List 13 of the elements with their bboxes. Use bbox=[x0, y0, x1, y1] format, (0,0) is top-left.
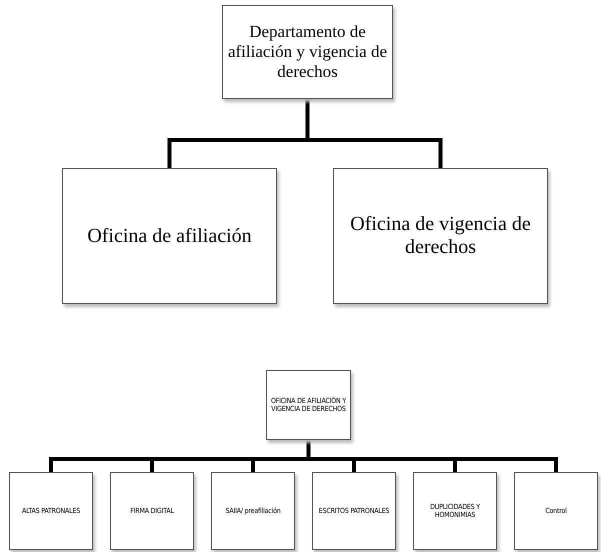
box-label: Oficina de afiliación bbox=[86, 224, 253, 248]
org-box bbox=[9, 472, 93, 550]
org-box bbox=[312, 472, 396, 550]
org-box bbox=[211, 472, 295, 550]
org-box bbox=[110, 472, 194, 550]
org-box bbox=[413, 472, 497, 550]
org-box bbox=[222, 5, 393, 99]
org-box bbox=[266, 370, 351, 440]
org-box bbox=[514, 472, 598, 550]
org-box bbox=[333, 168, 548, 304]
org-box bbox=[62, 168, 277, 304]
box-label: Oficina de vigencia de derechos bbox=[349, 212, 532, 260]
box-label: Departamento de afiliación y vigencia de derechos bbox=[226, 21, 388, 83]
